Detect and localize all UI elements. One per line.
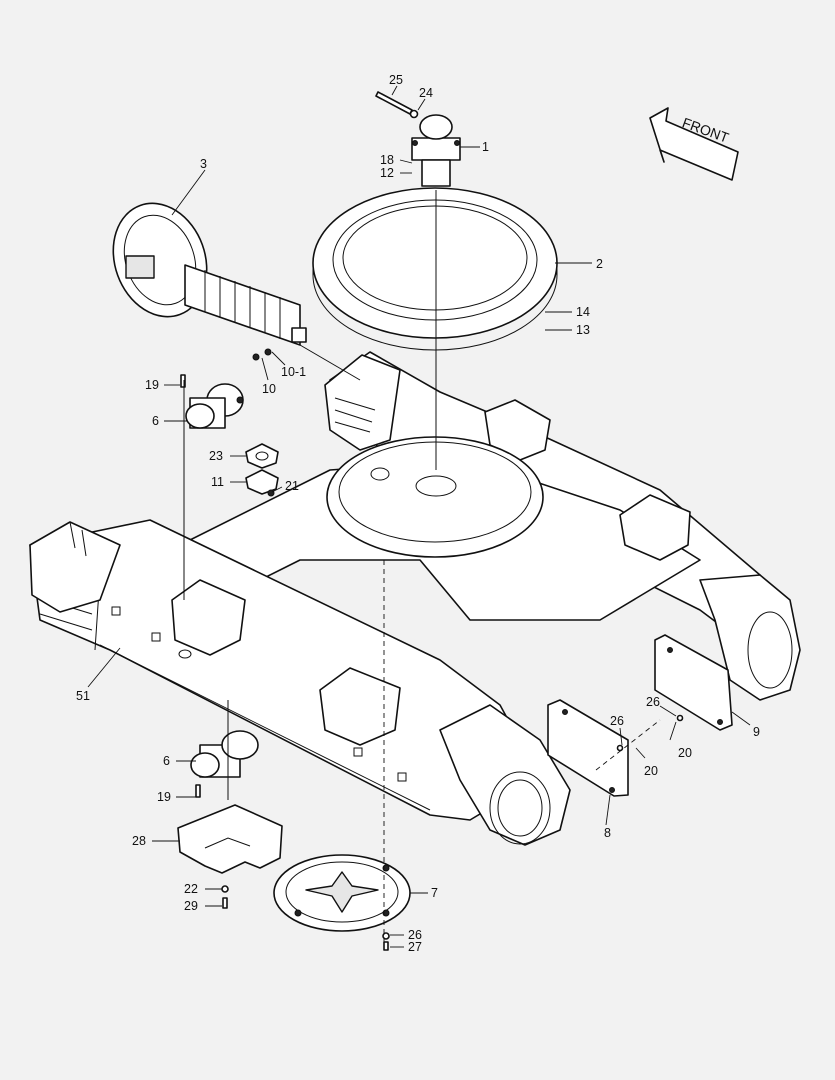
callout-28: 28 <box>132 834 146 848</box>
callout-14: 14 <box>576 305 590 319</box>
callout-7: 7 <box>431 886 438 900</box>
callout-leaders <box>87 85 751 948</box>
callout-27: 27 <box>408 940 422 954</box>
callout-18: 18 <box>380 153 394 167</box>
callout-8: 8 <box>604 826 611 840</box>
callout-1: 1 <box>482 140 489 154</box>
callout-2: 2 <box>596 257 603 271</box>
cover-plates-23-11 <box>245 443 279 497</box>
callout-12: 12 <box>380 166 394 180</box>
callout-19-bottom: 19 <box>157 790 171 804</box>
callout-6-top: 6 <box>152 414 159 428</box>
callout-25: 25 <box>389 73 403 87</box>
callout-6-bottom: 6 <box>163 754 170 768</box>
track-frame-body <box>29 351 801 846</box>
callout-19-top: 19 <box>145 378 159 392</box>
callout-10-1: 10-1 <box>281 365 306 379</box>
callout-26-bottom: 26 <box>408 928 422 942</box>
callout-9: 9 <box>753 725 760 739</box>
swing-bearing-ring <box>312 187 558 351</box>
idler-recoil-assembly <box>112 202 307 361</box>
callout-51: 51 <box>76 689 90 703</box>
callout-10: 10 <box>262 382 276 396</box>
callout-24: 24 <box>419 86 433 100</box>
front-direction-arrow: FRONT <box>649 107 739 181</box>
callout-20-right: 20 <box>678 746 692 760</box>
callout-labels: 25 24 1 18 12 3 2 14 13 10 10-1 19 6 23 … <box>76 73 760 954</box>
lower-roller <box>190 730 259 798</box>
side-cover-9 <box>616 634 733 752</box>
callout-26-right: 26 <box>646 695 660 709</box>
callout-26-mid: 26 <box>610 714 624 728</box>
callout-21: 21 <box>285 479 299 493</box>
center-joint-assembly <box>375 91 461 187</box>
side-cover-8 <box>547 699 629 797</box>
callout-29: 29 <box>184 899 198 913</box>
callout-3: 3 <box>200 157 207 171</box>
callout-11: 11 <box>211 475 224 489</box>
track-guard-bracket <box>177 804 283 909</box>
callout-13: 13 <box>576 323 590 337</box>
upper-roller-top <box>180 374 244 429</box>
under-cover-plate <box>273 854 411 951</box>
callout-20-mid: 20 <box>644 764 658 778</box>
callout-22: 22 <box>184 882 198 896</box>
callout-23: 23 <box>209 449 223 463</box>
